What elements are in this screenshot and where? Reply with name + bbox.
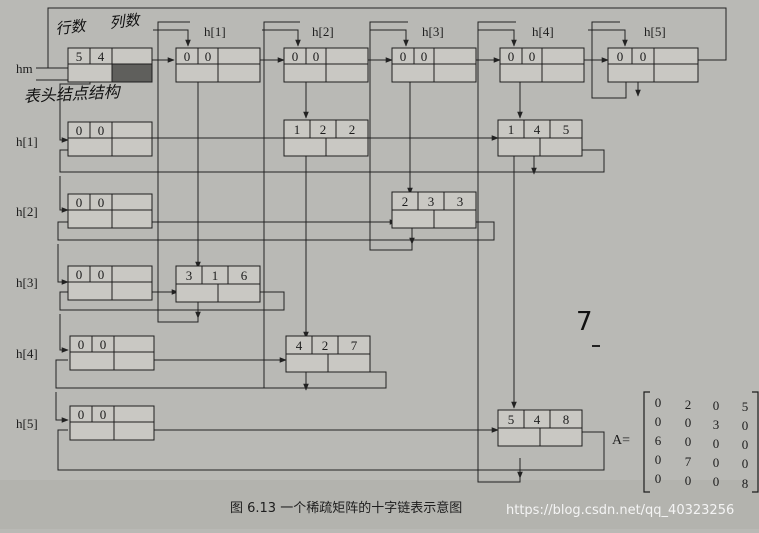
row-head-label-1: h[1] bbox=[16, 134, 38, 149]
row-head-node-5 bbox=[69, 405, 155, 441]
matrix-r4-c2: 7 bbox=[685, 454, 692, 469]
col-head-node-1 bbox=[175, 47, 261, 83]
element-5-val: 7 bbox=[351, 338, 358, 353]
row-head-label-4: h[4] bbox=[16, 346, 38, 361]
row-head-node-3 bbox=[67, 265, 153, 301]
col-head-2-value-a: 0 bbox=[292, 49, 299, 64]
connectors bbox=[36, 7, 727, 483]
element-6-row: 5 bbox=[508, 412, 515, 427]
row-head-3-value-a: 0 bbox=[76, 267, 83, 282]
col-head-1-value-a: 0 bbox=[184, 49, 191, 64]
col-head-node-2 bbox=[283, 47, 369, 83]
row-count-annotation: 行数 bbox=[55, 17, 89, 38]
matrix-r3-c3: 0 bbox=[713, 436, 720, 451]
matrix-r4-c3: 0 bbox=[713, 455, 720, 470]
head-cols-value: 4 bbox=[98, 49, 105, 64]
matrix-r4-c4: 0 bbox=[742, 456, 749, 471]
col-head-2-value-b: 0 bbox=[313, 49, 320, 64]
matrix-r5-c1: 0 bbox=[655, 471, 662, 486]
element-4-val: 6 bbox=[241, 268, 248, 283]
col-head-node-4 bbox=[499, 47, 585, 83]
col-head-node-3 bbox=[391, 47, 477, 83]
matrix-r4-c1: 0 bbox=[655, 452, 662, 467]
col-head-label-3: h[3] bbox=[422, 24, 444, 39]
element-3-col: 3 bbox=[428, 194, 435, 209]
matrix-r5-c4: 8 bbox=[742, 476, 749, 491]
row-head-node-1 bbox=[67, 121, 153, 157]
watermark: https://blog.csdn.net/qq_40323256 bbox=[506, 503, 734, 518]
row-head-1-value-b: 0 bbox=[98, 123, 105, 138]
matrix-r2-c3: 3 bbox=[713, 417, 720, 432]
matrix-r1-c3: 0 bbox=[713, 398, 720, 413]
row-head-2-value-b: 0 bbox=[98, 195, 105, 210]
row-head-node-2 bbox=[67, 193, 153, 229]
row-head-node-4 bbox=[69, 335, 155, 371]
col-head-4-value-a: 0 bbox=[508, 49, 515, 64]
col-head-5-value-b: 0 bbox=[640, 49, 647, 64]
matrix-r2-c2: 0 bbox=[685, 415, 692, 430]
element-node-4-2 bbox=[285, 335, 371, 373]
element-3-val: 3 bbox=[457, 194, 464, 209]
element-5-col: 2 bbox=[322, 338, 329, 353]
col-head-5-value-a: 0 bbox=[617, 49, 624, 64]
row-head-5-value-a: 0 bbox=[78, 407, 85, 422]
col-head-label-1: h[1] bbox=[204, 24, 226, 39]
matrix-r2-c4: 0 bbox=[742, 418, 749, 433]
matrix-label: A= bbox=[612, 433, 630, 448]
element-3-row: 2 bbox=[402, 194, 409, 209]
row-head-label-3: h[3] bbox=[16, 275, 38, 290]
row-head-label-5: h[5] bbox=[16, 416, 38, 431]
element-node-2-3 bbox=[391, 191, 477, 229]
element-6-col: 4 bbox=[534, 412, 541, 427]
col-head-3-value-b: 0 bbox=[421, 49, 428, 64]
matrix-r1-c2: 2 bbox=[685, 397, 692, 412]
row-head-label-2: h[2] bbox=[16, 204, 38, 219]
element-node-5-4 bbox=[497, 409, 583, 447]
side-mark-annotation: 7 bbox=[576, 307, 593, 337]
head-label: hm bbox=[16, 61, 33, 76]
head-node bbox=[67, 47, 153, 83]
matrix-r3-c4: 0 bbox=[742, 437, 749, 452]
col-count-annotation: 列数 bbox=[109, 11, 143, 32]
element-4-col: 1 bbox=[212, 268, 219, 283]
col-head-3-value-a: 0 bbox=[400, 49, 407, 64]
row-head-3-value-b: 0 bbox=[98, 267, 105, 282]
figure-caption: 图 6.13 一个稀疏矩阵的十字链表示意图 bbox=[230, 500, 462, 516]
element-2-row: 1 bbox=[508, 122, 515, 137]
col-head-node-5 bbox=[607, 47, 699, 83]
row-head-4-value-a: 0 bbox=[78, 337, 85, 352]
matrix-r1-c4: 5 bbox=[742, 399, 749, 414]
matrix-r5-c3: 0 bbox=[713, 474, 720, 489]
head-rows-value: 5 bbox=[76, 49, 83, 64]
element-node-1-2 bbox=[283, 119, 369, 157]
element-1-row: 1 bbox=[294, 122, 301, 137]
col-head-1-value-b: 0 bbox=[205, 49, 212, 64]
row-head-5-value-b: 0 bbox=[100, 407, 107, 422]
col-head-label-2: h[2] bbox=[312, 24, 334, 39]
element-2-col: 4 bbox=[534, 122, 541, 137]
col-head-label-4: h[4] bbox=[532, 24, 554, 39]
matrix-r5-c2: 0 bbox=[685, 473, 692, 488]
element-node-3-1 bbox=[175, 265, 261, 303]
matrix-r1-c1: 0 bbox=[655, 395, 662, 410]
element-1-val: 2 bbox=[349, 122, 356, 137]
element-4-row: 3 bbox=[186, 268, 193, 283]
element-5-row: 4 bbox=[296, 338, 303, 353]
row-head-2-value-a: 0 bbox=[76, 195, 83, 210]
col-head-label-5: h[5] bbox=[644, 24, 666, 39]
row-head-1-value-a: 0 bbox=[76, 123, 83, 138]
element-1-col: 2 bbox=[320, 122, 327, 137]
element-2-val: 5 bbox=[563, 122, 570, 137]
matrix-r2-c1: 0 bbox=[655, 414, 662, 429]
matrix-r3-c2: 0 bbox=[685, 434, 692, 449]
element-node-1-4 bbox=[497, 119, 583, 157]
matrix-r3-c1: 6 bbox=[655, 433, 662, 448]
element-6-val: 8 bbox=[563, 412, 570, 427]
sparse-matrix: A= 0 2 0 5 0 0 3 0 6 0 0 0 0 7 0 0 0 0 0… bbox=[612, 391, 759, 493]
row-head-4-value-b: 0 bbox=[100, 337, 107, 352]
col-head-4-value-b: 0 bbox=[529, 49, 536, 64]
